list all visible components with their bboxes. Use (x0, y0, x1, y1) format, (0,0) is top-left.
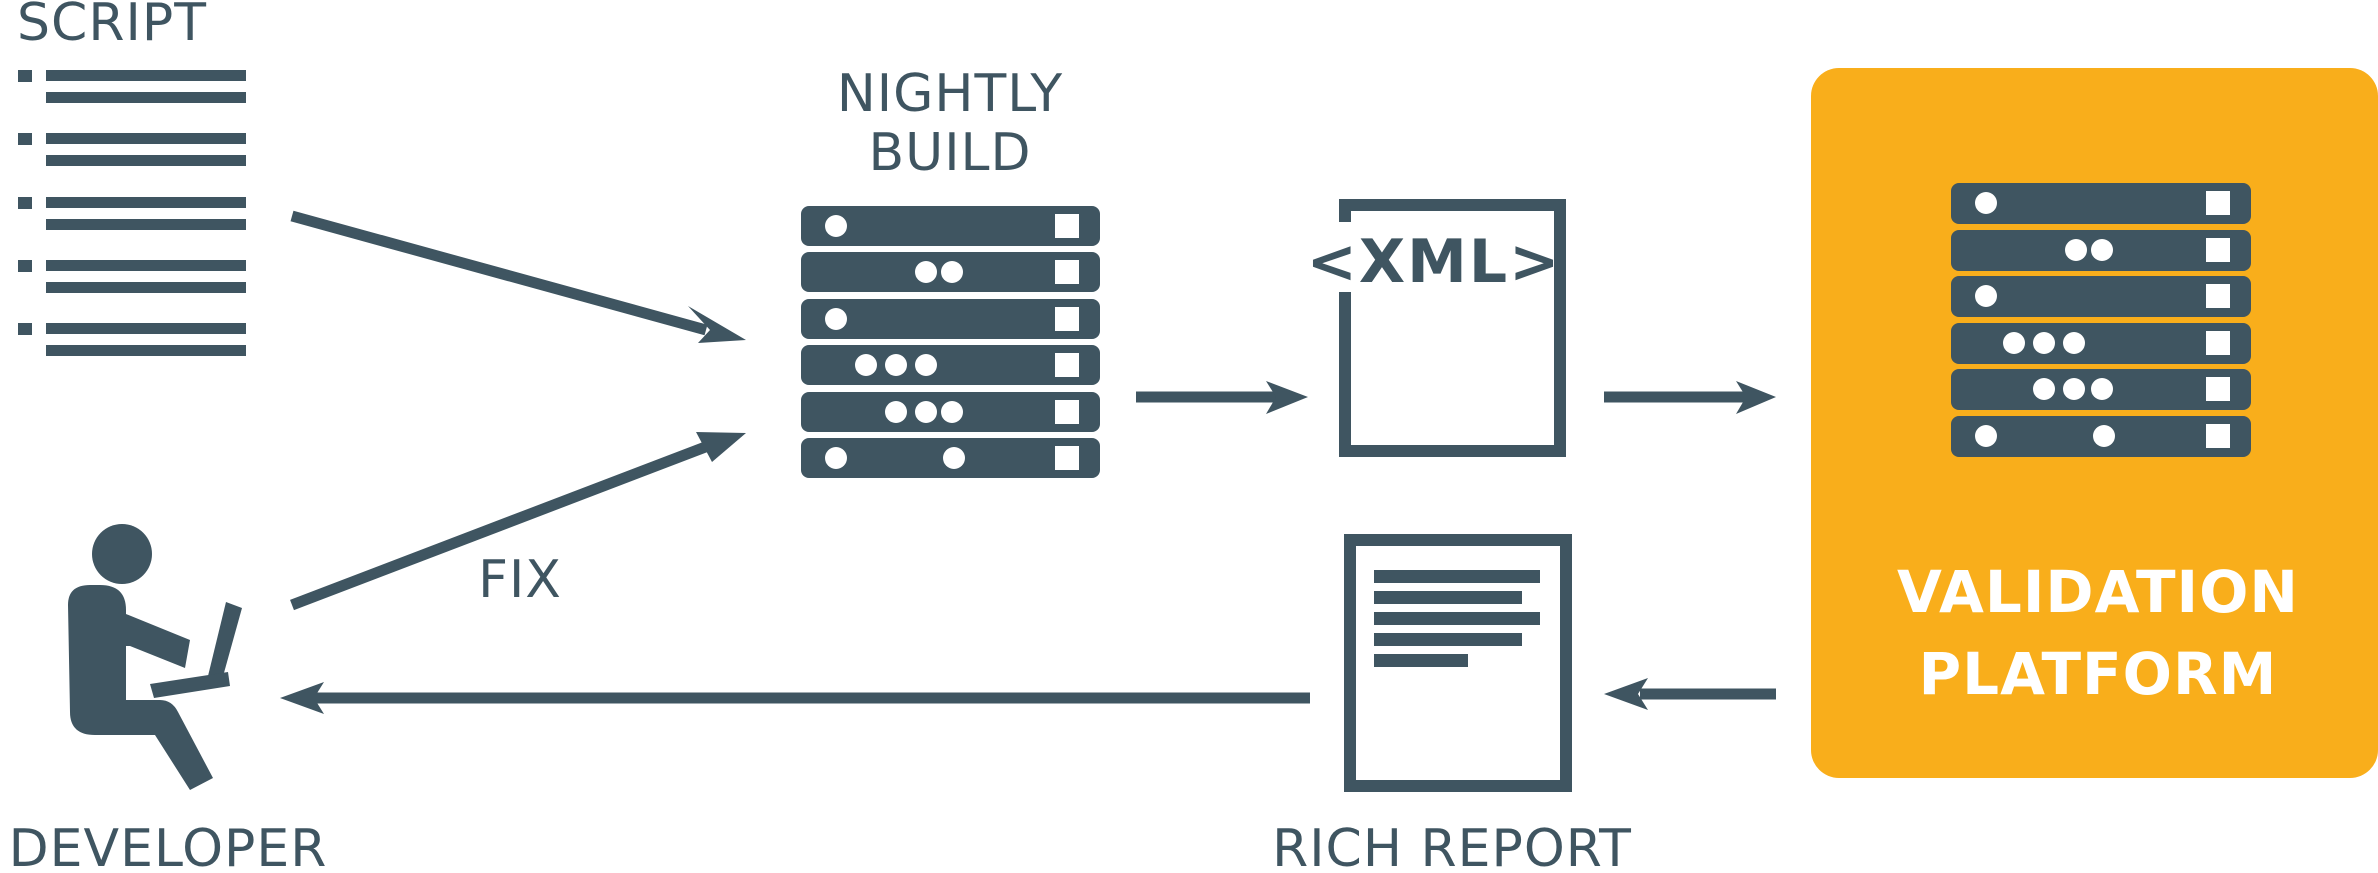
arrow-report-to-developer (280, 682, 1310, 714)
validation-platform-panel: VALIDATION PLATFORM (1811, 68, 2378, 778)
build-server-icon (801, 206, 1100, 478)
script-list-icon (18, 70, 246, 356)
arrow-build-to-xml (1136, 381, 1308, 414)
arrow-script-to-build (290, 210, 746, 343)
arrow-xml-to-platform (1604, 381, 1776, 414)
validation-label-line1: VALIDATION (1897, 558, 2299, 626)
arrow-fix-to-build (290, 432, 746, 611)
developer-label: DEVELOPER (9, 819, 328, 873)
developer-laptop-icon (68, 524, 242, 790)
rich-report-label: RICH REPORT (1272, 819, 1632, 873)
fix-label: FIX (478, 550, 562, 610)
report-document-icon (1344, 534, 1572, 792)
platform-server-icon (1951, 183, 2251, 457)
xml-document-icon: <XML> (1307, 199, 1566, 457)
xml-label: <XML> (1307, 227, 1562, 297)
arrow-platform-to-report (1604, 678, 1776, 710)
script-label: SCRIPT (17, 0, 207, 53)
validation-label-line2: PLATFORM (1919, 640, 2278, 708)
nightly-label-line2: BUILD (868, 123, 1031, 183)
nightly-label-line1: NIGHTLY (837, 64, 1063, 124)
